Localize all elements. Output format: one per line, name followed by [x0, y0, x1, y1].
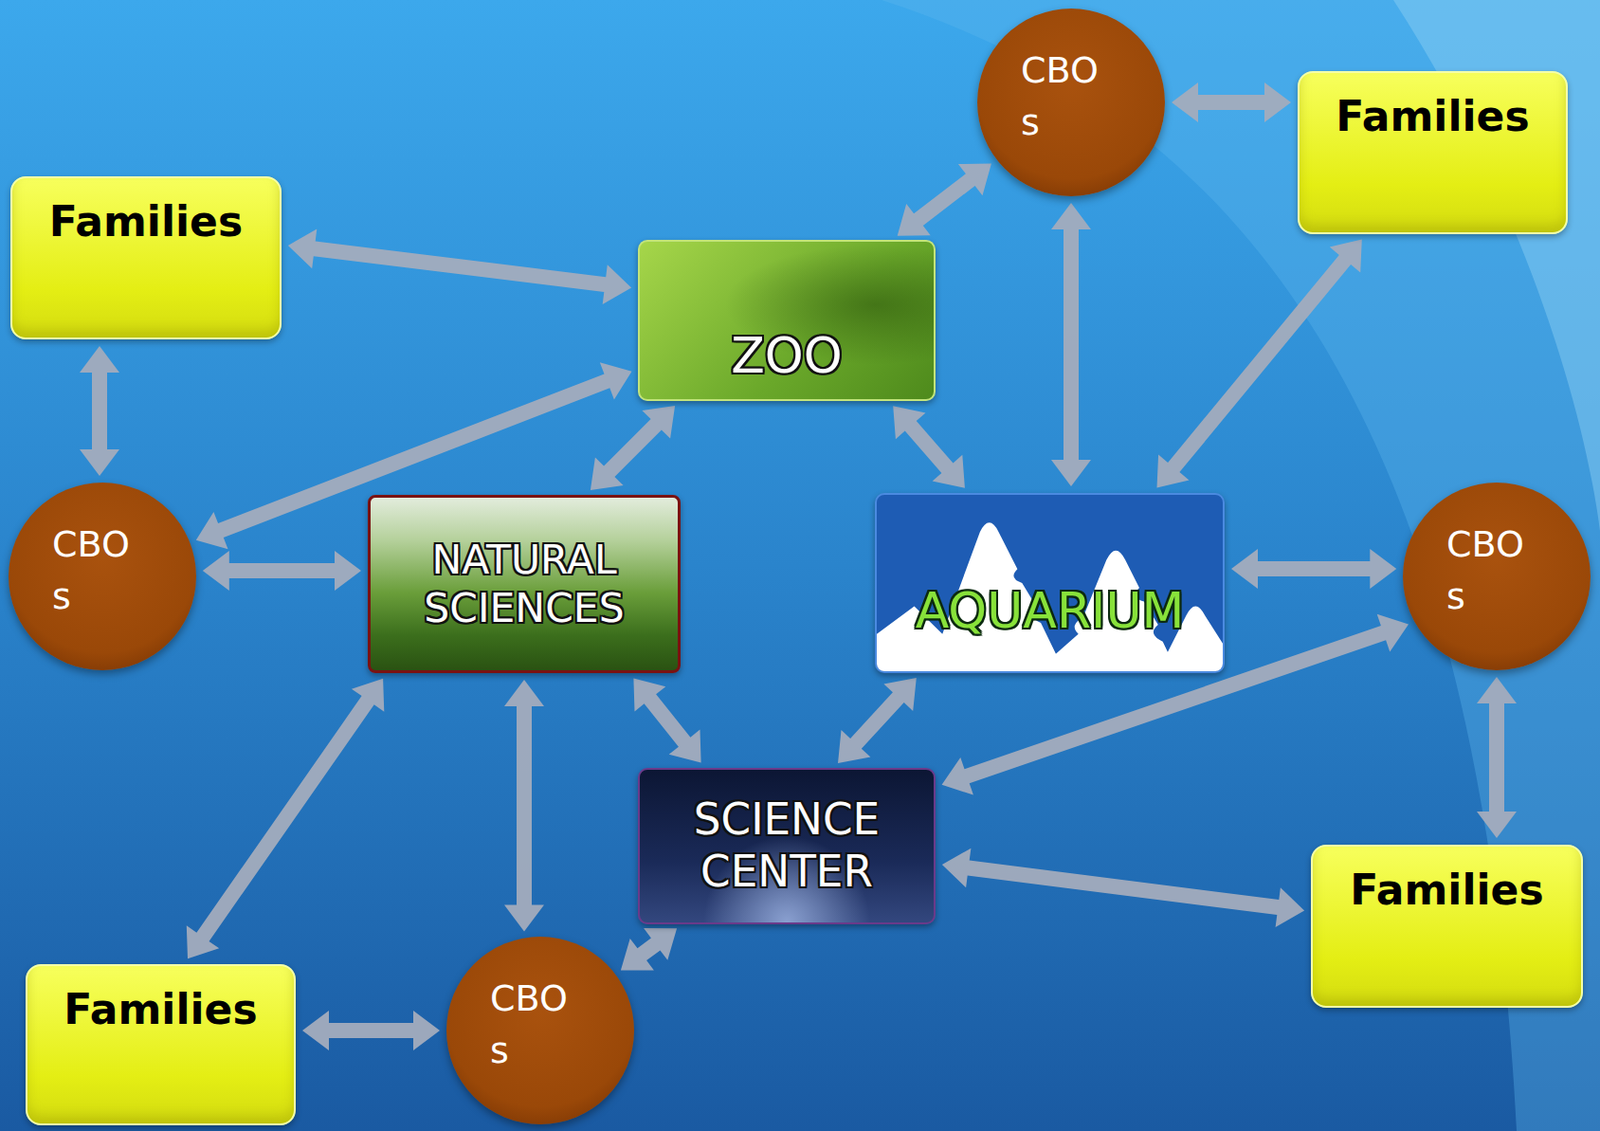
node-label: CBO s: [1446, 518, 1525, 623]
connector-arrow: [79, 345, 120, 476]
cbo-circle: CBO s: [1402, 482, 1591, 671]
aquarium-box: AQUARIUM: [874, 492, 1225, 673]
node-label: Families: [1349, 865, 1544, 914]
connector-arrow: [892, 405, 965, 488]
connector-arrow: [302, 1010, 440, 1051]
node-label: Families: [63, 984, 257, 1034]
connector-arrow: [1476, 676, 1517, 838]
connector-arrow: [288, 229, 632, 305]
connector-arrow: [1171, 82, 1291, 123]
connector-arrow: [942, 848, 1305, 928]
node-label: CBO s: [490, 972, 568, 1077]
connector-arrow: [837, 677, 917, 764]
cbo-circle: CBO s: [977, 8, 1165, 197]
node-label: CBO s: [1020, 44, 1099, 149]
connector-arrow: [1157, 238, 1363, 488]
node-label: ZOO: [730, 327, 842, 384]
cbo-circle: CBO s: [8, 482, 197, 671]
node-label: Families: [1335, 91, 1529, 141]
zoo-box: ZOO: [637, 239, 936, 401]
connector-arrow: [633, 678, 701, 764]
node-label: Families: [49, 197, 243, 246]
node-label: CBO s: [52, 518, 130, 623]
connector-arrow: [1051, 202, 1091, 487]
families-box: Families: [1310, 844, 1583, 1008]
node-label: SCIENCE CENTER: [649, 794, 925, 898]
connector-arrow: [897, 163, 992, 237]
cbo-circle: CBO s: [446, 936, 635, 1125]
natural-sciences-box: NATURAL SCIENCES: [367, 494, 681, 673]
connector-arrow: [504, 679, 545, 932]
connector-arrow: [620, 927, 677, 971]
families-box: Families: [25, 963, 296, 1126]
connector-arrow: [1231, 548, 1397, 589]
node-label: NATURAL SCIENCES: [379, 535, 670, 633]
connector-arrow: [186, 678, 384, 960]
connector-arrow: [590, 405, 675, 491]
families-box: Families: [1297, 71, 1568, 235]
connector-arrow: [202, 550, 362, 591]
families-box: Families: [10, 176, 282, 340]
node-label: AQUARIUM: [915, 581, 1185, 639]
science-center-box: SCIENCE CENTER: [637, 767, 936, 925]
